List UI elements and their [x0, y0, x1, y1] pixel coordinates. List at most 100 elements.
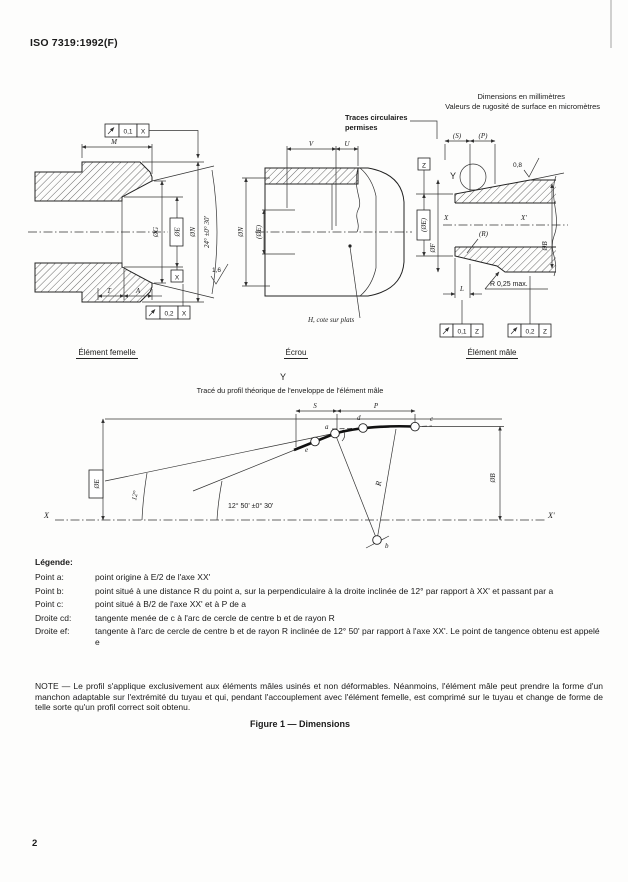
point-c	[410, 421, 420, 432]
dia-e-frame	[169, 217, 184, 247]
runout-frame-1: 0,1 Z	[439, 300, 484, 338]
radius-label: (R)	[479, 230, 489, 238]
roughness-value: 0,8	[513, 162, 522, 169]
legend-definition: point situé à B/2 de l'axe XX' et à P de…	[95, 599, 246, 609]
scan-artifact	[610, 0, 612, 48]
detail-y-circle	[459, 163, 487, 191]
units-note: Dimensions en millimètres Valeurs de rug…	[445, 92, 600, 112]
legend-term: Point a:	[35, 572, 64, 582]
dim-t-label: T	[107, 287, 112, 295]
dia-e-label: ØE	[93, 479, 101, 490]
axis-x-label: X	[43, 511, 50, 520]
dia-e-frame	[88, 469, 104, 499]
roughness-value: 1,6	[212, 267, 221, 274]
dim-m-label: M	[110, 138, 118, 146]
point-a-label: a	[325, 423, 329, 431]
legend-entry: Point c: point situé à B/2 de l'axe XX' …	[35, 599, 602, 610]
axis-x-prime-label: X'	[547, 511, 555, 520]
point-c-label: c	[430, 415, 434, 423]
angle-12-label: 12°	[130, 490, 140, 501]
dim-s-label: (S)	[453, 132, 462, 140]
legend-term: Droite ef:	[35, 626, 70, 636]
runout-icon	[107, 127, 115, 135]
axis-x-prime-label: X'	[520, 214, 527, 222]
dia-g-label: ØG	[152, 227, 160, 238]
traces-note: Traces circulaires permises	[345, 113, 407, 132]
datum-x-box	[170, 269, 184, 283]
legend-entry: Point a: point origine à E/2 de l'axe XX…	[35, 572, 602, 583]
dia-n-label: ØN	[237, 227, 245, 238]
angle-label: 24° ±0° 30'	[203, 216, 211, 248]
datum-x-label: X	[175, 275, 180, 282]
point-e	[310, 436, 320, 447]
legend-definition: tangente menée de c à l'arc de cercle de…	[95, 612, 335, 623]
runout-frame-2: 0,2 Z	[507, 276, 552, 338]
legend-entry: Droite ef: tangente à l'arc de cercle de…	[35, 626, 602, 648]
runout-frame-top: 0,1 X	[104, 123, 200, 159]
legend-definition: tangente à l'arc de cercle de centre b e…	[95, 626, 600, 647]
dia-e-label: (ØE)	[420, 217, 428, 232]
point-d-label: d	[357, 414, 361, 422]
legend-entry: Droite cd: tangente menée de c à l'arc d…	[35, 613, 602, 624]
dia-e-label: (ØE)	[255, 224, 263, 239]
point-e-label: e	[305, 446, 308, 454]
dim-a-label: A	[135, 287, 141, 295]
runout-datum: X	[182, 311, 187, 318]
dim-s-label: S	[313, 402, 317, 410]
legend-term: Point c:	[35, 599, 64, 609]
detail-y-title: Y	[280, 372, 286, 382]
point-a	[330, 428, 340, 439]
datum-z-label: Z	[422, 163, 426, 170]
female-element-drawing: 24° ±0° 30' M 0,1 X ØG	[28, 123, 229, 320]
female-element-caption: Élément femelle	[76, 348, 138, 359]
runout-icon	[148, 309, 156, 317]
roughness-symbol: 0,8	[513, 157, 565, 181]
point-b	[372, 535, 382, 545]
dia-e-label: ØE	[174, 227, 182, 238]
dim-u-label: U	[344, 140, 350, 148]
dim-v-label: V	[309, 140, 314, 148]
runout-value: 0,2	[164, 311, 173, 318]
units-line2: Valeurs de rugosité de surface en microm…	[445, 102, 600, 111]
roughness-symbol: 1,6	[210, 263, 229, 285]
legend-definition: point origine à E/2 de l'axe XX'	[95, 572, 211, 582]
male-element-caption: Élément mâle	[465, 348, 519, 359]
nut-caption: Écrou	[283, 348, 309, 359]
dia-b-label: ØB	[541, 241, 549, 252]
axis-x-label: X	[443, 214, 449, 222]
line-12deg	[104, 430, 349, 482]
runout-value: 0,1	[457, 329, 466, 336]
runout-icon	[442, 327, 450, 335]
detail-y-label: Y	[450, 171, 456, 181]
legend-term: Point b:	[35, 585, 64, 596]
traces-note-line2: permises	[345, 122, 378, 132]
nut-drawing: V U ØN (ØE) H, cote sur plats	[237, 140, 412, 324]
flats-note: H, cote sur plats	[307, 316, 355, 324]
profile-title: Tracé du profil théorique de l'enveloppe…	[197, 386, 384, 395]
runout-datum: Z	[475, 329, 479, 336]
units-line1: Dimensions en millimètres	[477, 92, 565, 101]
legend-title: Légende:	[35, 557, 73, 567]
runout-value: 0,2	[525, 329, 534, 336]
runout-datum: Z	[543, 329, 547, 336]
dia-f-label: ØF	[429, 243, 437, 254]
legend-entry: Point b: point situé à une distance R du…	[35, 586, 602, 597]
dia-n-label: ØN	[189, 227, 197, 238]
traces-leader	[410, 120, 438, 139]
page-number: 2	[32, 838, 38, 849]
dim-p-label: P	[373, 402, 379, 410]
angle-1250-label: 12° 50' ±0° 30'	[228, 502, 273, 510]
dim-l-label: L	[459, 285, 464, 293]
legend-term: Droite cd:	[35, 612, 72, 623]
runout-icon	[510, 327, 518, 335]
line-ab	[334, 433, 378, 541]
male-element-drawing: X X' Y (S) (P) Z (ØE) ØF	[416, 132, 568, 338]
point-d	[358, 423, 368, 433]
dim-p-label: (P)	[479, 132, 489, 140]
runout-datum: X	[141, 129, 146, 136]
runout-frame-bottom: 0,2 X	[145, 284, 191, 320]
traces-note-line1: Traces circulaires	[345, 113, 408, 122]
line-radius	[376, 428, 397, 541]
figure-caption: Figure 1 — Dimensions	[249, 719, 351, 729]
